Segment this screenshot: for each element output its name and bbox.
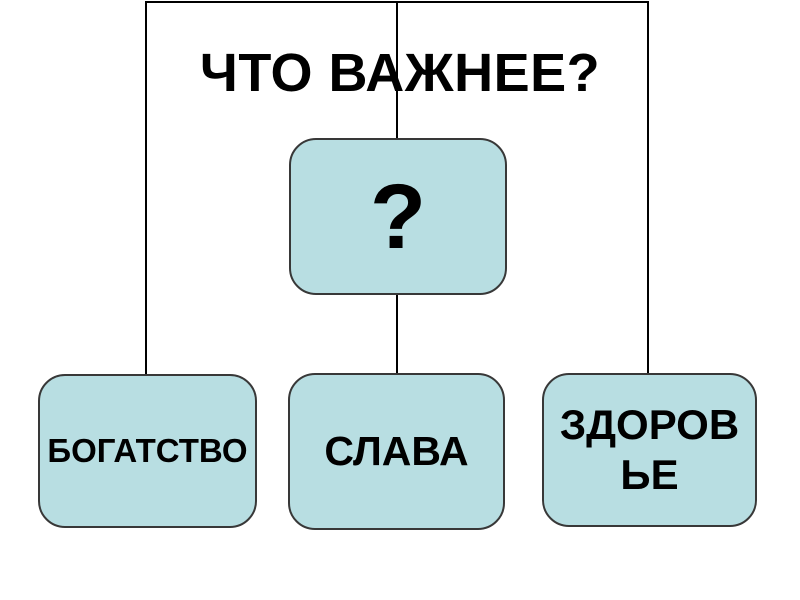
slide-title: ЧТО ВАЖНЕЕ? [199,43,601,103]
connector-center-lower [396,293,398,374]
question-mark-text: ? [369,165,427,268]
option-label-wealth: БОГАТСТВО [47,432,248,469]
question-box: ? [289,138,507,295]
connector-center-upper [396,1,398,139]
option-box-fame: СЛАВА [288,373,505,530]
option-box-health: ЗДОРОВ ЬЕ [542,373,757,527]
option-box-wealth: БОГАТСТВО [38,374,257,528]
option-label-health-line1: ЗДОРОВ [559,401,740,449]
connector-right-vertical [647,1,649,374]
option-label-health-line2: ЬЕ [620,451,679,498]
option-label-fame: СЛАВА [324,428,469,474]
connector-left-vertical [145,1,147,375]
